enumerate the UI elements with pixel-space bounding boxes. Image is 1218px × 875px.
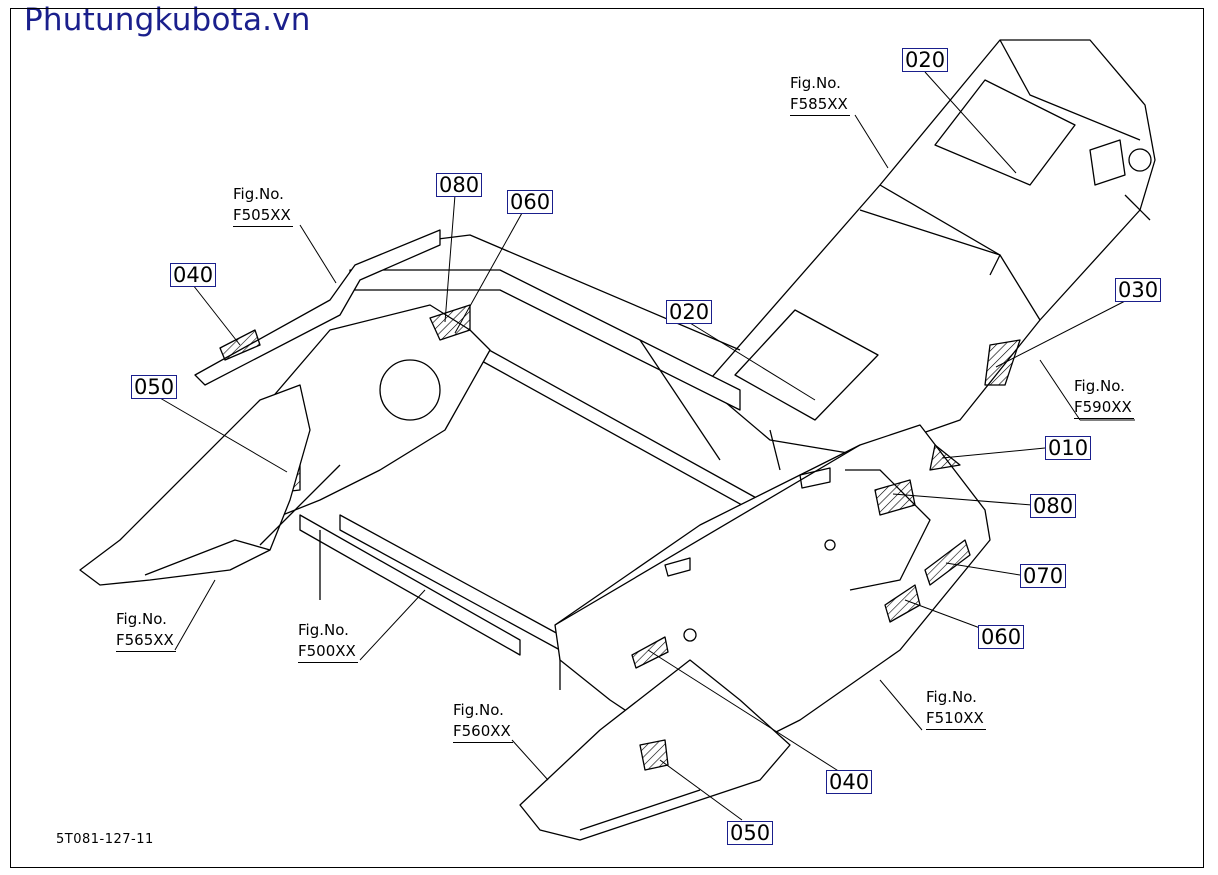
leader-lines [159, 71, 1135, 821]
figure-ref-code: F565XX [116, 630, 176, 652]
callout-020-middle: 020 [666, 300, 713, 324]
figure-ref-prefix: Fig.No. [926, 688, 977, 706]
figure-ref-code: F510XX [926, 708, 986, 730]
figure-ref-code: F560XX [453, 721, 513, 743]
figure-ref-code: F585XX [790, 94, 850, 116]
callout-010: 010 [1045, 436, 1092, 460]
callout-020-top: 020 [902, 48, 949, 72]
figure-ref-f505: Fig.No. F505XX [233, 184, 293, 227]
figure-ref-prefix: Fig.No. [1074, 377, 1125, 395]
callout-060-left: 060 [507, 190, 554, 214]
right-divider-housing [554, 339, 1021, 761]
figure-ref-f590: Fig.No. F590XX [1074, 376, 1134, 419]
callout-070: 070 [1020, 564, 1067, 588]
figure-ref-prefix: Fig.No. [453, 701, 504, 719]
callout-030: 030 [1115, 278, 1162, 302]
figure-ref-prefix: Fig.No. [790, 74, 841, 92]
figure-ref-prefix: Fig.No. [233, 185, 284, 203]
callout-040-left: 040 [170, 263, 217, 287]
figure-ref-f510: Fig.No. F510XX [926, 687, 986, 730]
callout-080-right: 080 [1030, 494, 1077, 518]
figure-ref-prefix: Fig.No. [116, 610, 167, 628]
figure-ref-prefix: Fig.No. [298, 621, 349, 639]
figure-ref-code: F505XX [233, 205, 293, 227]
figure-ref-f500: Fig.No. F500XX [298, 620, 358, 663]
document-id: 5T081-127-11 [56, 832, 154, 847]
figure-ref-f585: Fig.No. F585XX [790, 73, 850, 116]
right-divider-snout [519, 659, 791, 841]
callout-040-right: 040 [826, 770, 873, 794]
figure-ref-f560: Fig.No. F560XX [453, 700, 513, 743]
figure-ref-code: F500XX [298, 641, 358, 663]
callout-060-right: 060 [978, 625, 1025, 649]
callout-050-left: 050 [131, 375, 178, 399]
drawing-frame [10, 8, 1204, 868]
callout-050-right: 050 [727, 821, 774, 845]
figure-ref-code: F590XX [1074, 397, 1134, 419]
main-frame [299, 234, 781, 690]
figure-ref-f565: Fig.No. F565XX [116, 609, 176, 652]
left-divider [79, 384, 341, 586]
callout-080-left: 080 [436, 173, 483, 197]
